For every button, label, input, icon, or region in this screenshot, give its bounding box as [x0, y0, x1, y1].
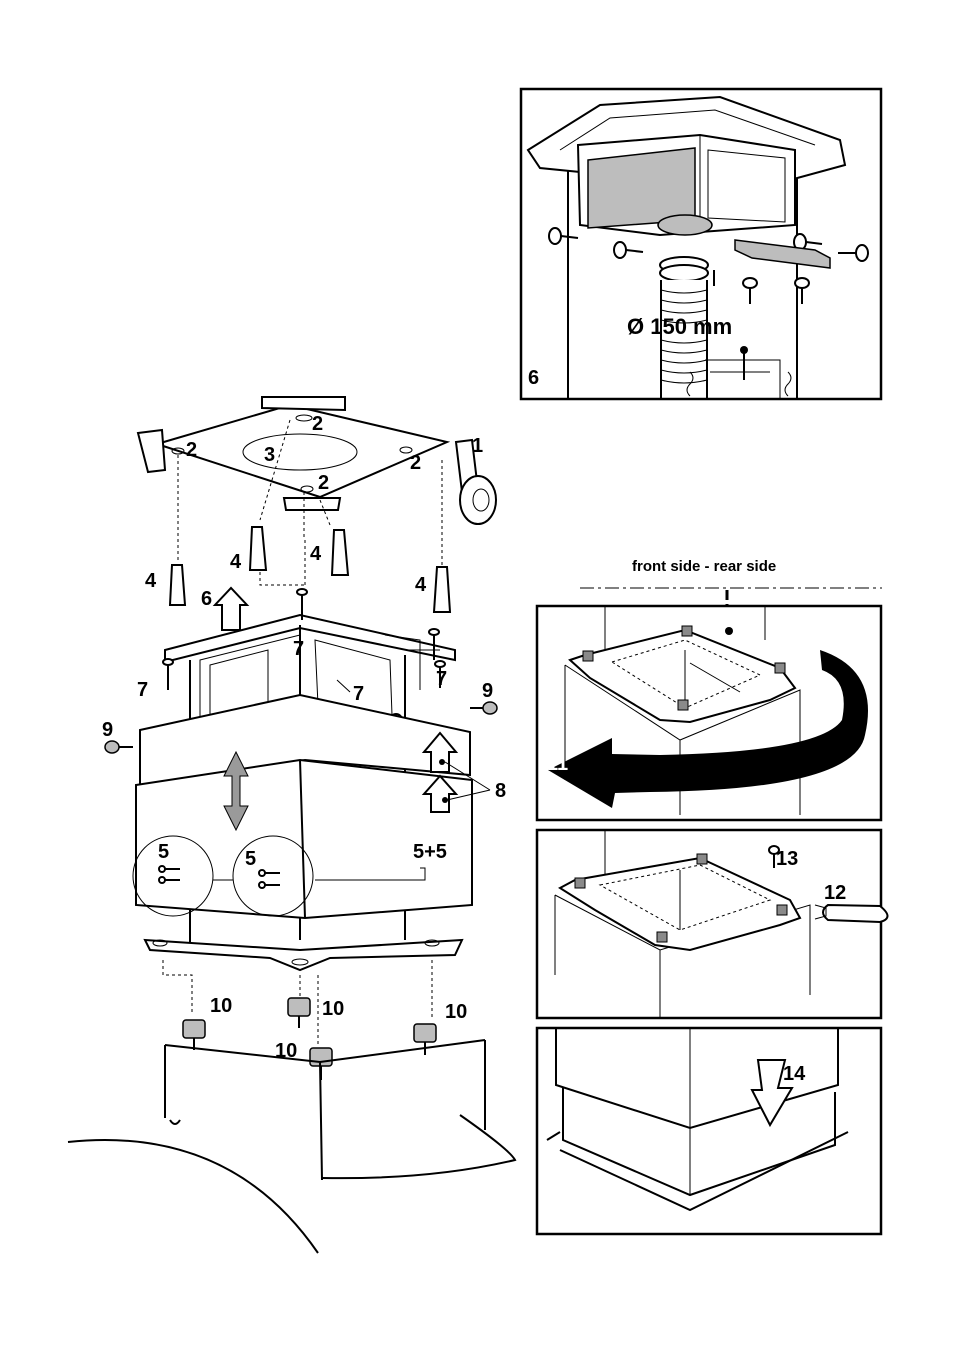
callout-tape: 1 [472, 435, 483, 457]
callout-plug-mid-left: 4 [230, 551, 242, 573]
panel-lower-chimney: 14 [535, 1026, 883, 1236]
callout-side-screw-right: 9 [482, 680, 493, 702]
callout-template-center: 3 [264, 444, 275, 466]
screw-icon [548, 227, 869, 304]
callout-screw-inner: 7 [353, 683, 364, 705]
wall-plug-icon [168, 526, 452, 613]
callout-detail-left: 5 [158, 841, 169, 863]
wrench-label-12: 12 [824, 882, 846, 904]
callout-combined: 5+5 [413, 841, 447, 863]
callout-hole-bottom: 2 [318, 472, 329, 494]
callout-foot-center: 10 [322, 998, 344, 1020]
lower-step-number: 14 [783, 1063, 806, 1085]
callout-screw-center: 7 [293, 638, 304, 660]
wrench-icon [814, 903, 889, 924]
callout-detail-right: 5 [245, 848, 256, 870]
nut-icon [582, 625, 786, 711]
callout-foot-right: 10 [445, 1001, 467, 1023]
callout-chimney-removal: 6 [201, 588, 212, 610]
callout-side-screw-left: 9 [102, 719, 113, 741]
orientation-label: front side - rear side [632, 558, 776, 575]
callout-plug-left: 4 [145, 570, 157, 592]
callout-hole-left: 2 [186, 439, 197, 461]
callout-lift-arrows: 8 [495, 780, 506, 802]
flexible-duct [660, 280, 708, 399]
callout-foot-front: 10 [275, 1040, 297, 1062]
nut-icon [574, 853, 788, 943]
callout-foot-left: 10 [210, 995, 232, 1017]
callout-hole-top: 2 [312, 413, 323, 435]
screw-label-13: 13 [776, 848, 798, 870]
screw-icon [768, 845, 780, 868]
tape-roll-icon [459, 475, 497, 525]
panel-duct-connection: Ø 150 mm 6 [519, 87, 883, 401]
callout-plug-right: 4 [415, 574, 427, 596]
main-exploded-view: 1 2 2 2 2 3 4 4 4 4 6 7 7 7 7 9 9 8 5 5 … [67, 396, 517, 1254]
panel-rotate: 11 [535, 604, 883, 822]
callout-plug-mid-right: 4 [310, 543, 322, 565]
screw-icon [104, 588, 498, 754]
down-arrow-icon [750, 1059, 794, 1128]
diameter-label: Ø 150 mm [627, 314, 732, 339]
screw-icon [158, 865, 280, 889]
step-number-6: 6 [528, 367, 539, 389]
callout-hole-right: 2 [410, 452, 421, 474]
rotate-step-number: 11 [547, 753, 568, 775]
callout-screw-right: 7 [436, 668, 447, 690]
callout-screw-left: 7 [137, 679, 148, 701]
panel-tighten: 13 12 [535, 828, 889, 1020]
